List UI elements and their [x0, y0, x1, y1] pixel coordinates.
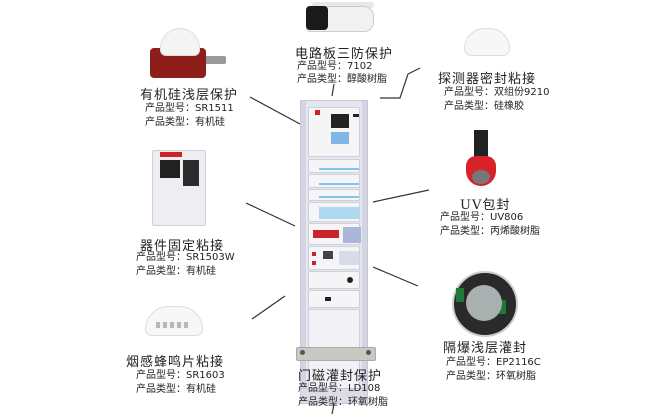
cabinet-module-3	[308, 189, 360, 201]
cabinet-module-2	[308, 174, 360, 188]
detector-image	[464, 28, 510, 56]
product-type: 产品类型：环氧树脂	[298, 397, 388, 408]
product-type: 产品类型：有机硅	[136, 384, 216, 395]
product-model: 产品型号：双组份9210	[444, 87, 550, 98]
cabinet-module-4	[308, 202, 360, 222]
cabinet-amplifier-panel	[308, 271, 360, 289]
explosion-proof-dome	[160, 28, 200, 56]
camera-lens-front	[306, 6, 328, 30]
cabinet-power-panel	[308, 290, 360, 308]
uv-detector-lens	[472, 170, 490, 184]
product-type: 产品类型：丙烯酸树脂	[440, 226, 540, 237]
connector-uv	[372, 189, 430, 203]
product-model: 产品型号：EP2116C	[446, 357, 541, 368]
control-panel-screen	[160, 160, 180, 178]
product-type: 产品类型：醇酸树脂	[297, 74, 387, 85]
buzzer-image	[452, 271, 518, 337]
cabinet-module-1	[308, 159, 360, 173]
cabinet-base	[301, 388, 367, 403]
door-magnet-screw-right	[366, 350, 371, 355]
cabinet-printer-panel	[308, 223, 361, 245]
product-type: 产品类型：硅橡胶	[444, 101, 524, 112]
product-model: 产品型号：7102	[297, 61, 373, 72]
product-title: UV包封	[460, 198, 511, 213]
connector-explosion-proof	[249, 96, 301, 125]
control-panel-keypad	[183, 160, 199, 186]
cabinet-rail-right	[362, 101, 367, 389]
product-model: 产品型号：UV806	[440, 212, 524, 223]
door-magnet-screw-left	[300, 350, 305, 355]
product-title: 探测器密封粘接	[438, 72, 537, 87]
connector-component-fix	[245, 202, 296, 227]
product-title: 器件固定粘接	[140, 239, 225, 254]
cabinet-broadcast-panel	[308, 246, 360, 270]
connector-flameproof	[372, 266, 419, 287]
door-magnet-image	[296, 347, 376, 361]
cabinet-main-panel	[308, 107, 360, 157]
explosion-proof-pipe	[204, 56, 226, 64]
product-title: 有机硅浅层保护	[140, 88, 239, 103]
product-title: 门磁灌封保护	[298, 369, 383, 384]
buzzer-pcb-right	[498, 300, 506, 314]
product-model: 产品型号：SR1603	[136, 370, 225, 381]
smoke-detector-image	[145, 306, 203, 336]
product-title: 电路板三防保护	[295, 47, 394, 62]
product-type: 产品类型：环氧树脂	[446, 371, 536, 382]
smoke-detector-vents	[156, 322, 190, 328]
product-title: 隔爆浅层灌封	[443, 341, 528, 356]
product-model: 产品型号：LD108	[298, 383, 381, 394]
connector-smoke-buzzer	[251, 295, 286, 320]
product-model: 产品型号：SR1511	[145, 103, 234, 114]
control-panel-logo	[160, 152, 182, 157]
uv-detector-mount	[474, 130, 488, 158]
product-title: 烟感蜂鸣片粘接	[126, 355, 225, 370]
product-type: 产品类型：有机硅	[145, 117, 225, 128]
connector-detector	[380, 67, 421, 99]
buzzer-diaphragm	[466, 285, 502, 321]
cabinet-rail-left	[301, 101, 306, 389]
product-model: 产品型号：SR1503W	[136, 252, 235, 263]
camera-shade	[312, 2, 374, 8]
buzzer-pcb-left	[456, 288, 464, 302]
product-type: 产品类型：有机硅	[136, 266, 216, 277]
connector-circuit-board	[331, 83, 335, 97]
connector-door-magnet	[331, 403, 335, 415]
